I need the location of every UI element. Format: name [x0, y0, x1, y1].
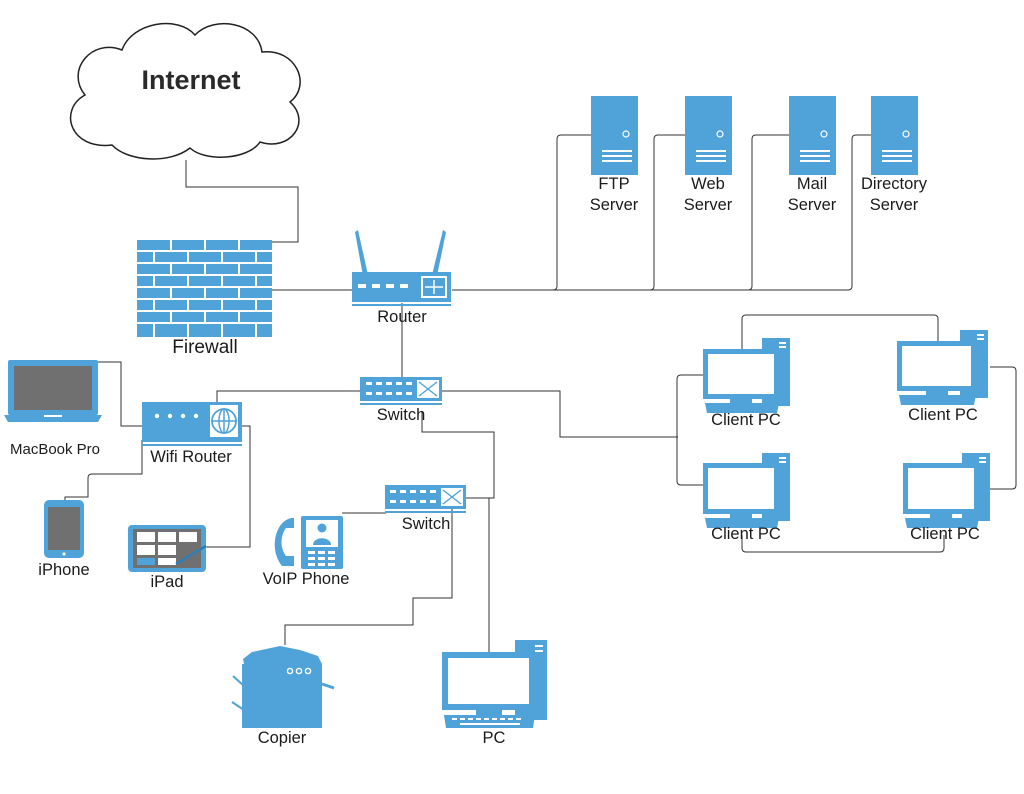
pc-label: PC — [482, 729, 506, 747]
link-router-directory — [452, 134, 872, 291]
link-clients-left-column — [676, 374, 703, 486]
link-internet-firewall — [185, 160, 299, 243]
server-label-line: Mail — [796, 175, 828, 193]
web-server-label: Web Server — [684, 174, 733, 216]
router-icon — [352, 230, 451, 306]
client-pc-label: Client PC — [910, 525, 980, 543]
iphone-label: iPhone — [38, 561, 90, 579]
server-label-line: Server — [589, 196, 639, 214]
client-pc-label: Client PC — [711, 411, 781, 429]
link-clients-top-row — [741, 314, 939, 350]
wifi-router-icon — [142, 402, 242, 446]
client-pc-label: Client PC — [908, 406, 978, 424]
switch-sub-icon — [385, 485, 466, 513]
link-switch-switch — [421, 411, 495, 499]
server-label-line: FTP — [598, 175, 630, 193]
link-switch-copier — [284, 507, 453, 645]
pc-icon — [442, 640, 547, 728]
link-router-web — [452, 134, 686, 291]
ipad-icon — [128, 525, 207, 572]
web-server-icon — [685, 96, 732, 175]
ftp-server-label: FTP Server — [590, 174, 639, 216]
link-clients-right-column — [990, 366, 1017, 490]
wifi-router-label: Wifi Router — [150, 448, 232, 466]
firewall-label: Firewall — [172, 337, 238, 358]
internet-label: Internet — [141, 65, 241, 95]
ipad-label: iPad — [150, 573, 184, 591]
link-wifi-macbook — [98, 361, 142, 427]
directory-server-label: Directory Server — [861, 174, 927, 216]
firewall-icon — [137, 240, 272, 337]
copier-label: Copier — [257, 729, 307, 747]
link-wifi-ipad — [204, 425, 251, 548]
link-switch-clients — [442, 390, 678, 438]
link-switch-pc — [466, 497, 490, 652]
directory-server-icon — [871, 96, 918, 175]
voip-phone-label: VoIP Phone — [262, 570, 350, 588]
server-label-line: Server — [683, 196, 733, 214]
mail-server-label: Mail Server — [788, 174, 837, 216]
server-label-line: Server — [869, 196, 919, 214]
link-clients-bottom-row — [741, 535, 945, 553]
link-router-ftp — [452, 134, 592, 291]
internet-cloud-icon — [69, 22, 301, 160]
connections — [64, 134, 1017, 652]
link-wifi-iphone — [64, 440, 143, 500]
voip-phone-icon — [274, 516, 343, 569]
iphone-icon — [44, 500, 84, 558]
mail-server-icon — [789, 96, 836, 175]
client-pc-icon — [703, 338, 790, 413]
client-pc-icon — [703, 453, 790, 528]
link-switch-wifi — [216, 390, 361, 402]
switch-sub-label: Switch — [401, 515, 451, 533]
router-label: Router — [377, 308, 427, 326]
ftp-server-icon — [591, 96, 638, 175]
client-pc-icon — [897, 330, 988, 405]
copier-icon — [231, 646, 335, 728]
macbook-icon — [4, 360, 102, 422]
client-pc-label: Client PC — [711, 525, 781, 543]
server-label-line: Directory — [860, 175, 928, 193]
macbook-label: MacBook Pro — [9, 441, 101, 458]
switch-main-icon — [360, 377, 442, 405]
switch-main-label: Switch — [376, 406, 426, 424]
server-label-line: Web — [691, 175, 725, 193]
server-label-line: Server — [787, 196, 837, 214]
client-pc-icon — [903, 453, 990, 528]
